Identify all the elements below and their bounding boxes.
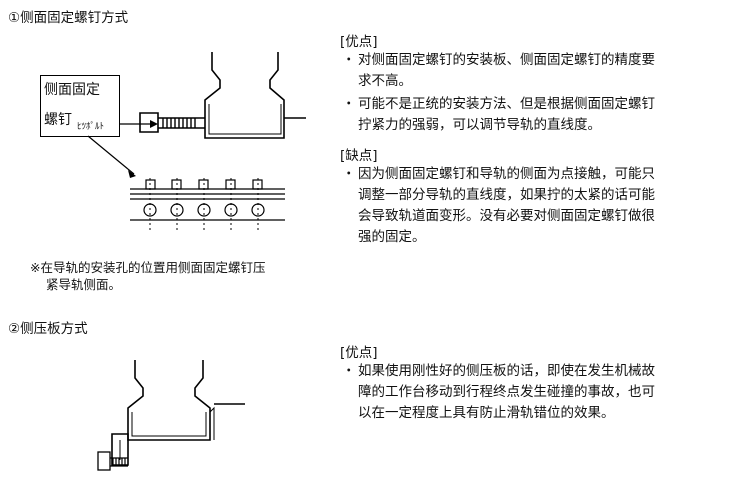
callout-sublabel: ﾋﾂﾎﾟﾙﾄ <box>77 122 105 132</box>
callout-label-line1: 侧面固定 <box>44 82 100 98</box>
s2-pros-1-line3: 以在一定程度上具有防止滑轨错位的效果。 <box>358 405 615 421</box>
pros-2-line1: 可能不是正统的安装方法、但是根据侧面固定螺钉 <box>358 96 655 112</box>
pros-1-line1: 对侧面固定螺钉的安装板、侧面固定螺钉的精度要 <box>358 52 655 68</box>
pros-1-line2: 求不高。 <box>358 73 412 89</box>
bullet-marker: ・ <box>342 96 356 112</box>
s2-pros-1-line2: 障的工作台移动到行程终点发生碰撞的事故，也可 <box>358 384 655 400</box>
section1-pros-label: [优点] <box>340 34 378 50</box>
callout-label-line2: 螺钉 <box>44 112 72 128</box>
s2-pros-1-line1: 如果使用刚性好的侧压板的话，即使在发生机械故 <box>358 363 655 379</box>
section1-note-line1: ※在导轨的安装孔的位置用侧面固定螺钉压 <box>30 260 266 275</box>
bullet-marker: ・ <box>342 363 356 379</box>
section1-pros-item-2: ・ 可能不是正统的安装方法、但是根据侧面固定螺钉 拧紧力的强弱，可以调节导轨的直… <box>342 94 737 136</box>
cons-1-line4: 强的固定。 <box>358 229 426 245</box>
bullet-marker: ・ <box>342 52 356 68</box>
section2-title: ②侧压板方式 <box>8 321 88 337</box>
section1-cons-item-1: ・ 因为侧面固定螺钉和导轨的侧面为点接触，可能只 调整一部分导轨的直线度，如果拧… <box>342 164 737 248</box>
side-screw-callout: 侧面固定 螺钉 ﾋﾂﾎﾟﾙﾄ <box>40 75 120 137</box>
cons-1-line2: 调整一部分导轨的直线度，如果拧的太紧的话可能 <box>358 187 655 203</box>
section2-pros-item-1: ・ 如果使用刚性好的侧压板的话，即使在发生机械故 障的工作台移动到行程终点发生碰… <box>342 361 737 424</box>
section1-cons-label: [缺点] <box>340 148 378 164</box>
section1-title: ①侧面固定螺钉方式 <box>8 10 129 26</box>
pros-2-line2: 拧紧力的强弱，可以调节导轨的直线度。 <box>358 117 601 133</box>
cons-1-line3: 会导致轨道面变形。没有必要对侧面固定螺钉做很 <box>358 208 655 224</box>
cons-1-line1: 因为侧面固定螺钉和导轨的侧面为点接触，可能只 <box>358 166 655 182</box>
section1-note-line2: 紧导轨侧面。 <box>46 277 122 292</box>
section2-pros-label: [优点] <box>340 345 378 361</box>
bullet-marker: ・ <box>342 166 356 182</box>
section1-pros-item-1: ・ 对侧面固定螺钉的安装板、侧面固定螺钉的精度要 求不高。 <box>342 50 737 92</box>
